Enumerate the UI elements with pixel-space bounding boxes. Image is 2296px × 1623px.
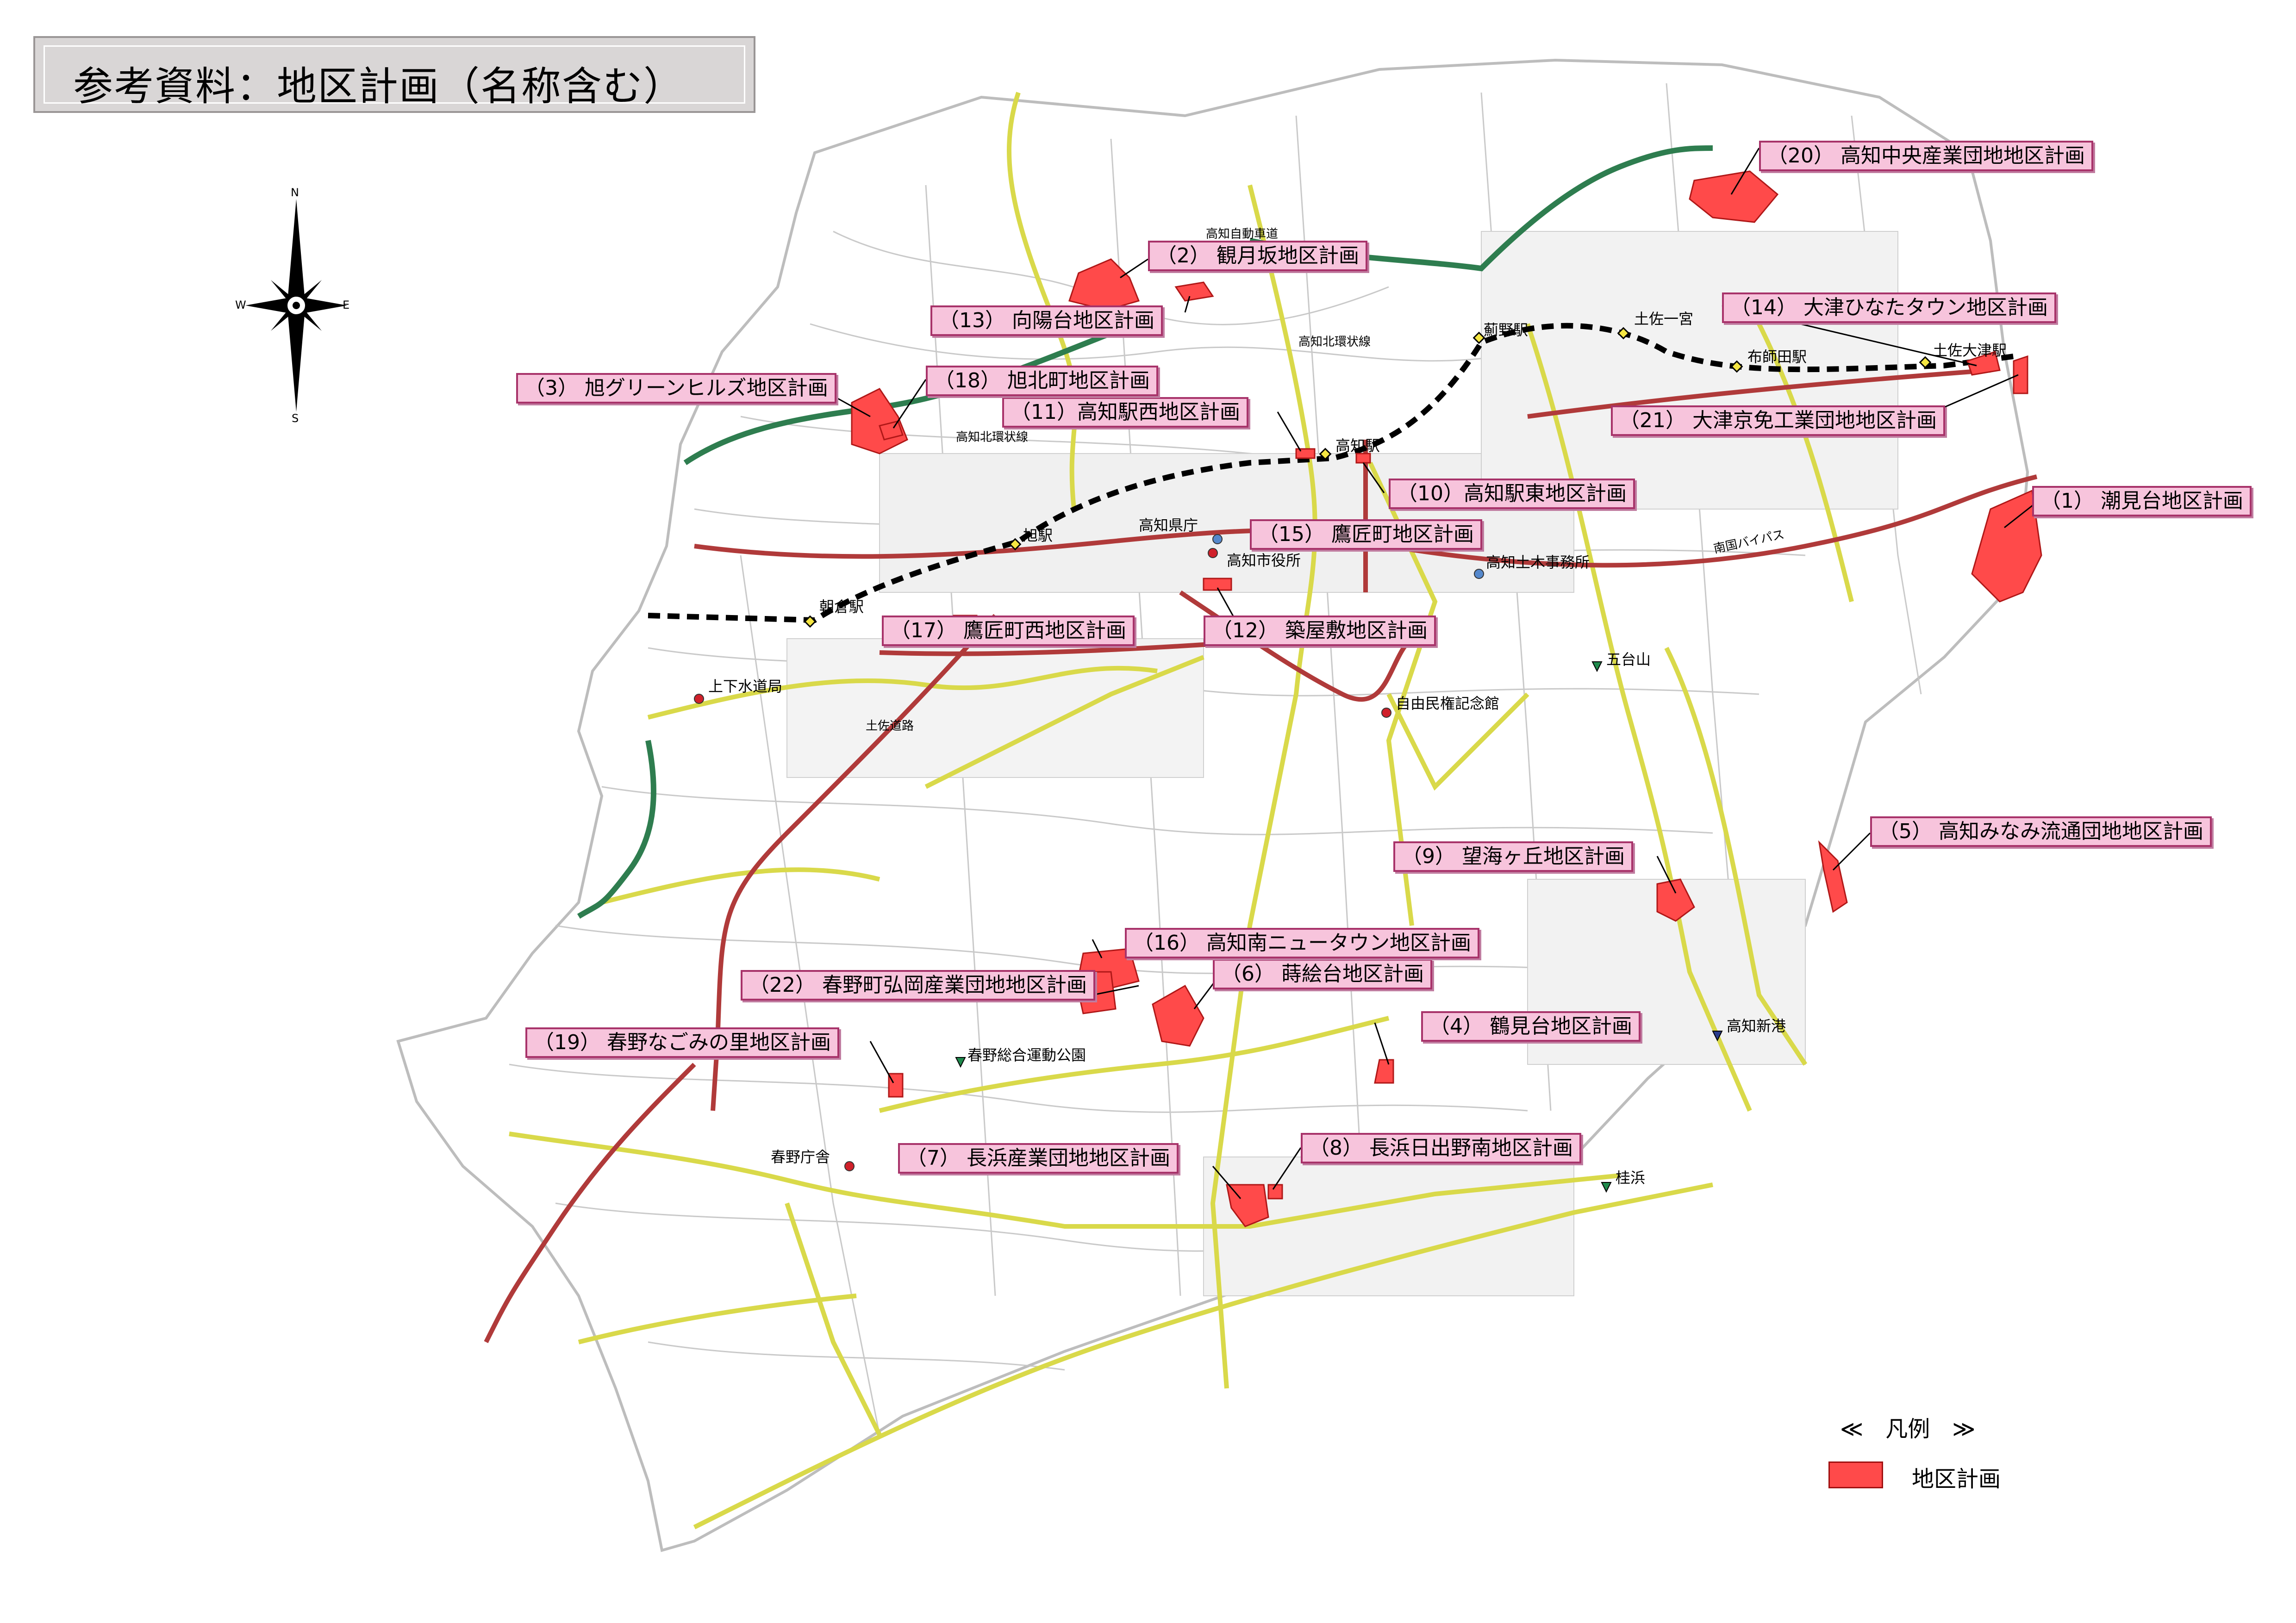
- place-katsurahama: 桂浜: [1616, 1169, 1646, 1187]
- railway-line: [648, 323, 2014, 623]
- label-district-20: （20） 高知中央産業団地地区計画: [1759, 141, 2093, 171]
- compass-s: S: [292, 412, 299, 425]
- label-district-7: （7） 長浜産業団地地区計画: [898, 1143, 1179, 1174]
- place-asahi-station: 旭駅: [1023, 527, 1053, 544]
- district-kochi-eki-nishi: [1295, 448, 1316, 459]
- legend-title: ≪ 凡例 ≫: [1840, 1416, 1976, 1442]
- place-civil-office: 高知土木事務所: [1486, 553, 1590, 571]
- place-jiyuminken: 自由民権記念館: [1396, 695, 1500, 712]
- place-tosaichinomiya: 土佐一宮: [1634, 310, 1694, 328]
- label-district-4: （4） 鶴見台地区計画: [1421, 1011, 1641, 1042]
- page-title: 参考資料：地区計画（名称含む）: [73, 63, 684, 110]
- label-district-11: （11）高知駅西地区計画: [1002, 397, 1248, 428]
- compass-w: W: [235, 298, 246, 311]
- label-district-10: （10）高知駅東地区計画: [1389, 479, 1635, 509]
- label-district-18: （18） 旭北町地区計画: [926, 366, 1158, 396]
- label-district-17: （17） 鷹匠町西地区計画: [882, 616, 1135, 646]
- district-kochi-eki-higashi: [1355, 453, 1371, 464]
- compass-n: N: [291, 186, 299, 199]
- label-district-5: （5） 高知みなみ流通団地地区計画: [1870, 816, 2212, 847]
- district-makiedai: [1152, 984, 1204, 1047]
- label-district-21: （21） 大津京免工業団地地区計画: [1611, 405, 1945, 436]
- place-kochi-station: 高知駅: [1335, 437, 1380, 454]
- district-otsu-hinata: [1966, 351, 2001, 376]
- district-tsukiyashiki: [1203, 578, 1232, 591]
- place-godaisan: 五台山: [1606, 651, 1651, 668]
- place-asakura-station: 朝倉駅: [819, 598, 864, 616]
- district-hideno-minami: [1267, 1184, 1283, 1200]
- district-otsu-kyomen: [2013, 355, 2028, 394]
- label-district-19: （19） 春野なごみの里地区計画: [525, 1027, 839, 1058]
- label-district-16: （16） 高知南ニュータウン地区計画: [1125, 928, 1479, 958]
- road-label-north-ring-2: 高知北環状線: [956, 430, 1029, 444]
- district-tsurumidai: [1374, 1059, 1394, 1084]
- place-nunoshida-station: 布師田駅: [1747, 348, 1807, 366]
- label-district-1: （1） 潮見台地区計画: [2032, 486, 2252, 516]
- road-label-expressway: 高知自動車道: [1206, 227, 1279, 241]
- label-district-8: （8） 長浜日出野南地区計画: [1301, 1133, 1581, 1163]
- district-chuo-sangyo: [1689, 170, 1779, 223]
- place-shinko: 高知新港: [1727, 1017, 1786, 1035]
- title-inner-frame: [44, 45, 745, 104]
- legend-swatch-district: [1828, 1461, 1883, 1488]
- label-district-12: （12） 築屋敷地区計画: [1204, 616, 1436, 646]
- place-hariyama-station: 薊野駅: [1484, 321, 1529, 339]
- label-district-3: （3） 旭グリーンヒルズ地区計画: [516, 373, 836, 404]
- place-pref-office: 高知県庁: [1139, 516, 1198, 534]
- place-tosaotsu-station: 土佐大津駅: [1933, 342, 2007, 359]
- road-label-tosa-road: 土佐道路: [866, 719, 914, 733]
- compass-rose: [245, 199, 347, 412]
- district-bokaigaoka: [1656, 878, 1695, 922]
- label-district-15: （15） 鷹匠町地区計画: [1250, 519, 1482, 550]
- compass-e: E: [343, 298, 350, 311]
- district-kangetsuzaka: [1068, 258, 1140, 311]
- facility-markers: [694, 534, 1723, 1193]
- district-koyodai: [1174, 281, 1214, 302]
- place-water-bureau: 上下水道局: [708, 678, 783, 695]
- district-minami-ryutsu: [1818, 840, 1848, 913]
- title-panel: 参考資料：地区計画（名称含む）: [33, 36, 755, 113]
- label-district-6: （6） 蒔絵台地区計画: [1213, 959, 1432, 989]
- place-haruno-park: 春野総合運動公園: [967, 1046, 1086, 1064]
- place-city-hall: 高知市役所: [1227, 552, 1301, 569]
- label-district-14: （14） 大津ひなたタウン地区計画: [1722, 292, 2056, 323]
- district-asahi-kitamachi: [879, 420, 904, 441]
- station-markers: [804, 327, 1932, 628]
- place-haruno-office: 春野庁舎: [771, 1148, 830, 1166]
- label-district-13: （13） 向陽台地区計画: [930, 305, 1163, 336]
- label-district-9: （9） 望海ヶ丘地区計画: [1393, 841, 1633, 872]
- road-label-north-ring: 高知北環状線: [1298, 335, 1371, 349]
- national-roads: [484, 368, 2038, 1343]
- label-district-22: （22） 春野町弘岡産業団地地区計画: [741, 970, 1095, 1001]
- label-district-2: （2） 観月坂地区計画: [1148, 241, 1367, 271]
- legend-label-district: 地区計画: [1912, 1466, 2001, 1492]
